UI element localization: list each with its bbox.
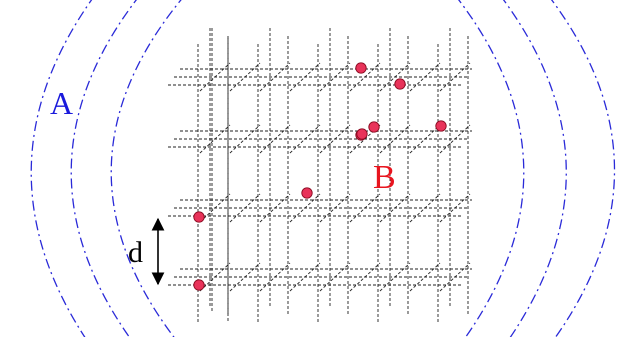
region-a-label: A [50,85,73,121]
atom [356,128,368,140]
lattice-diagonal [199,62,231,92]
atom [193,211,205,223]
lattice-diagonal [439,193,471,223]
atom [435,120,447,132]
wavefront-left-1 [30,0,93,342]
wavefront-right-2 [502,0,567,342]
lattice-diagonal [319,193,351,223]
lattice-diagonal [229,193,261,223]
wavefront-left-3 [110,0,182,342]
lattice-diagonal [379,124,411,154]
lattice-diagonal [229,62,261,92]
wavefront-right-3 [550,0,616,342]
lattice-diagonal [439,62,471,92]
wavefronts-left [30,0,182,342]
lattice-diagonal [319,62,351,92]
atom [368,121,380,133]
lattice-diagonal [349,193,381,223]
lattice-diagonal [409,62,441,92]
lattice-diagonal [199,262,231,292]
spacing-label: d [128,236,143,269]
lattice-diagonal [349,262,381,292]
atom [193,279,205,291]
lattice-diagonal [259,193,291,223]
lattice-diagonal [199,193,231,223]
lattice-diagonal [259,262,291,292]
wavefront-left-2 [70,0,138,342]
lattice-diagonal [229,262,261,292]
lattice-diagonal [199,124,231,154]
lattice-diagonal [289,262,321,292]
lattice-diagonal [289,62,321,92]
lattice-diagonal [379,262,411,292]
lattice-diagonal [409,193,441,223]
atom [394,78,406,90]
lattice-diagonal [289,193,321,223]
lattice-diagonal [349,124,381,154]
wavefront-right-1 [457,0,525,342]
lattice-diagonal [379,193,411,223]
atom [355,62,367,74]
lattice-diagonal [289,124,321,154]
atom [301,187,313,199]
lattice-diagonal [319,262,351,292]
lattice-diagonal [439,124,471,154]
lattice-diagonal [409,124,441,154]
lattice-diagonal [349,62,381,92]
wavefronts-right [457,0,616,342]
region-b-label: B [373,159,396,196]
atoms [193,62,447,291]
lattice-diagonal [409,262,441,292]
lattice-diagonal [229,124,261,154]
lattice-diagonal [259,62,291,92]
lattice-diagonal [379,62,411,92]
lattice-diagonal [439,262,471,292]
lattice-diagonal [319,124,351,154]
crystal-lattice [168,28,472,322]
lattice-diagonal [259,124,291,154]
